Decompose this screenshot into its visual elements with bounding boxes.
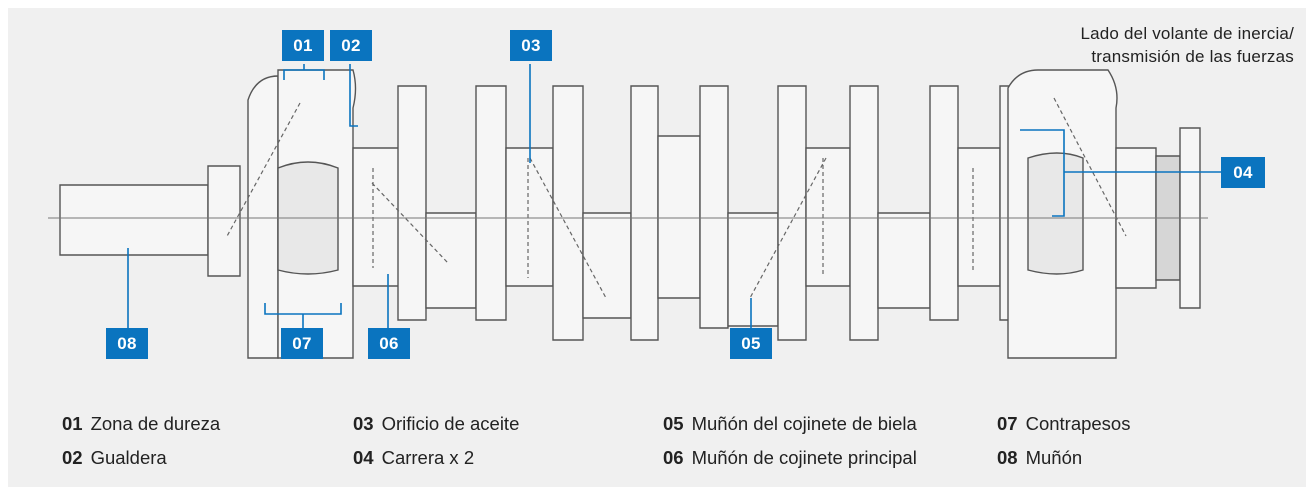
legend-label: Gualdera	[90, 447, 167, 468]
tag-05: 05	[730, 328, 772, 359]
legend-label: Muñón	[1025, 447, 1083, 468]
flywheel-side-note: Lado del volante de inercia/ transmisión…	[1080, 22, 1294, 68]
diagram-panel: Lado del volante de inercia/ transmisión…	[8, 8, 1306, 487]
legend-number: 02	[62, 447, 83, 468]
main-journal-1	[352, 147, 404, 287]
legend-number: 03	[353, 413, 374, 434]
note-line-2: transmisión de las fuerzas	[1091, 47, 1294, 66]
legend-number: 05	[663, 413, 684, 434]
legend-number: 04	[353, 447, 374, 468]
legend-item-04: 04 Carrera x 2	[353, 447, 474, 469]
legend-item-01: 01 Zona de dureza	[62, 413, 220, 435]
tag-06: 06	[368, 328, 410, 359]
legend-item-05: 05 Muñón del cojinete de biela	[663, 413, 917, 435]
legend-label: Muñón del cojinete de biela	[691, 413, 917, 434]
legend-item-08: 08 Muñón	[997, 447, 1082, 469]
tag-07: 07	[281, 328, 323, 359]
legend-label: Orificio de aceite	[381, 413, 520, 434]
front-shaft	[59, 184, 209, 256]
front-web-outer	[247, 75, 279, 359]
tag-03: 03	[510, 30, 552, 61]
legend-number: 01	[62, 413, 83, 434]
crankshaft-drawing	[48, 64, 1221, 359]
legend-number: 08	[997, 447, 1018, 468]
tag-04: 04	[1221, 157, 1265, 188]
note-line-1: Lado del volante de inercia/	[1080, 24, 1294, 43]
legend-label: Zona de dureza	[90, 413, 221, 434]
tag-01: 01	[282, 30, 324, 61]
legend-item-03: 03 Orificio de aceite	[353, 413, 519, 435]
front-collar	[207, 165, 241, 277]
legend-number: 07	[997, 413, 1018, 434]
legend-label: Muñón de cojinete principal	[691, 447, 917, 468]
legend-label: Contrapesos	[1025, 413, 1131, 434]
tag-08: 08	[106, 328, 148, 359]
legend-item-06: 06 Muñón de cojinete principal	[663, 447, 917, 469]
legend-item-07: 07 Contrapesos	[997, 413, 1130, 435]
legend-item-02: 02 Gualdera	[62, 447, 167, 469]
legend-number: 06	[663, 447, 684, 468]
tag-02: 02	[330, 30, 372, 61]
legend-label: Carrera x 2	[381, 447, 475, 468]
